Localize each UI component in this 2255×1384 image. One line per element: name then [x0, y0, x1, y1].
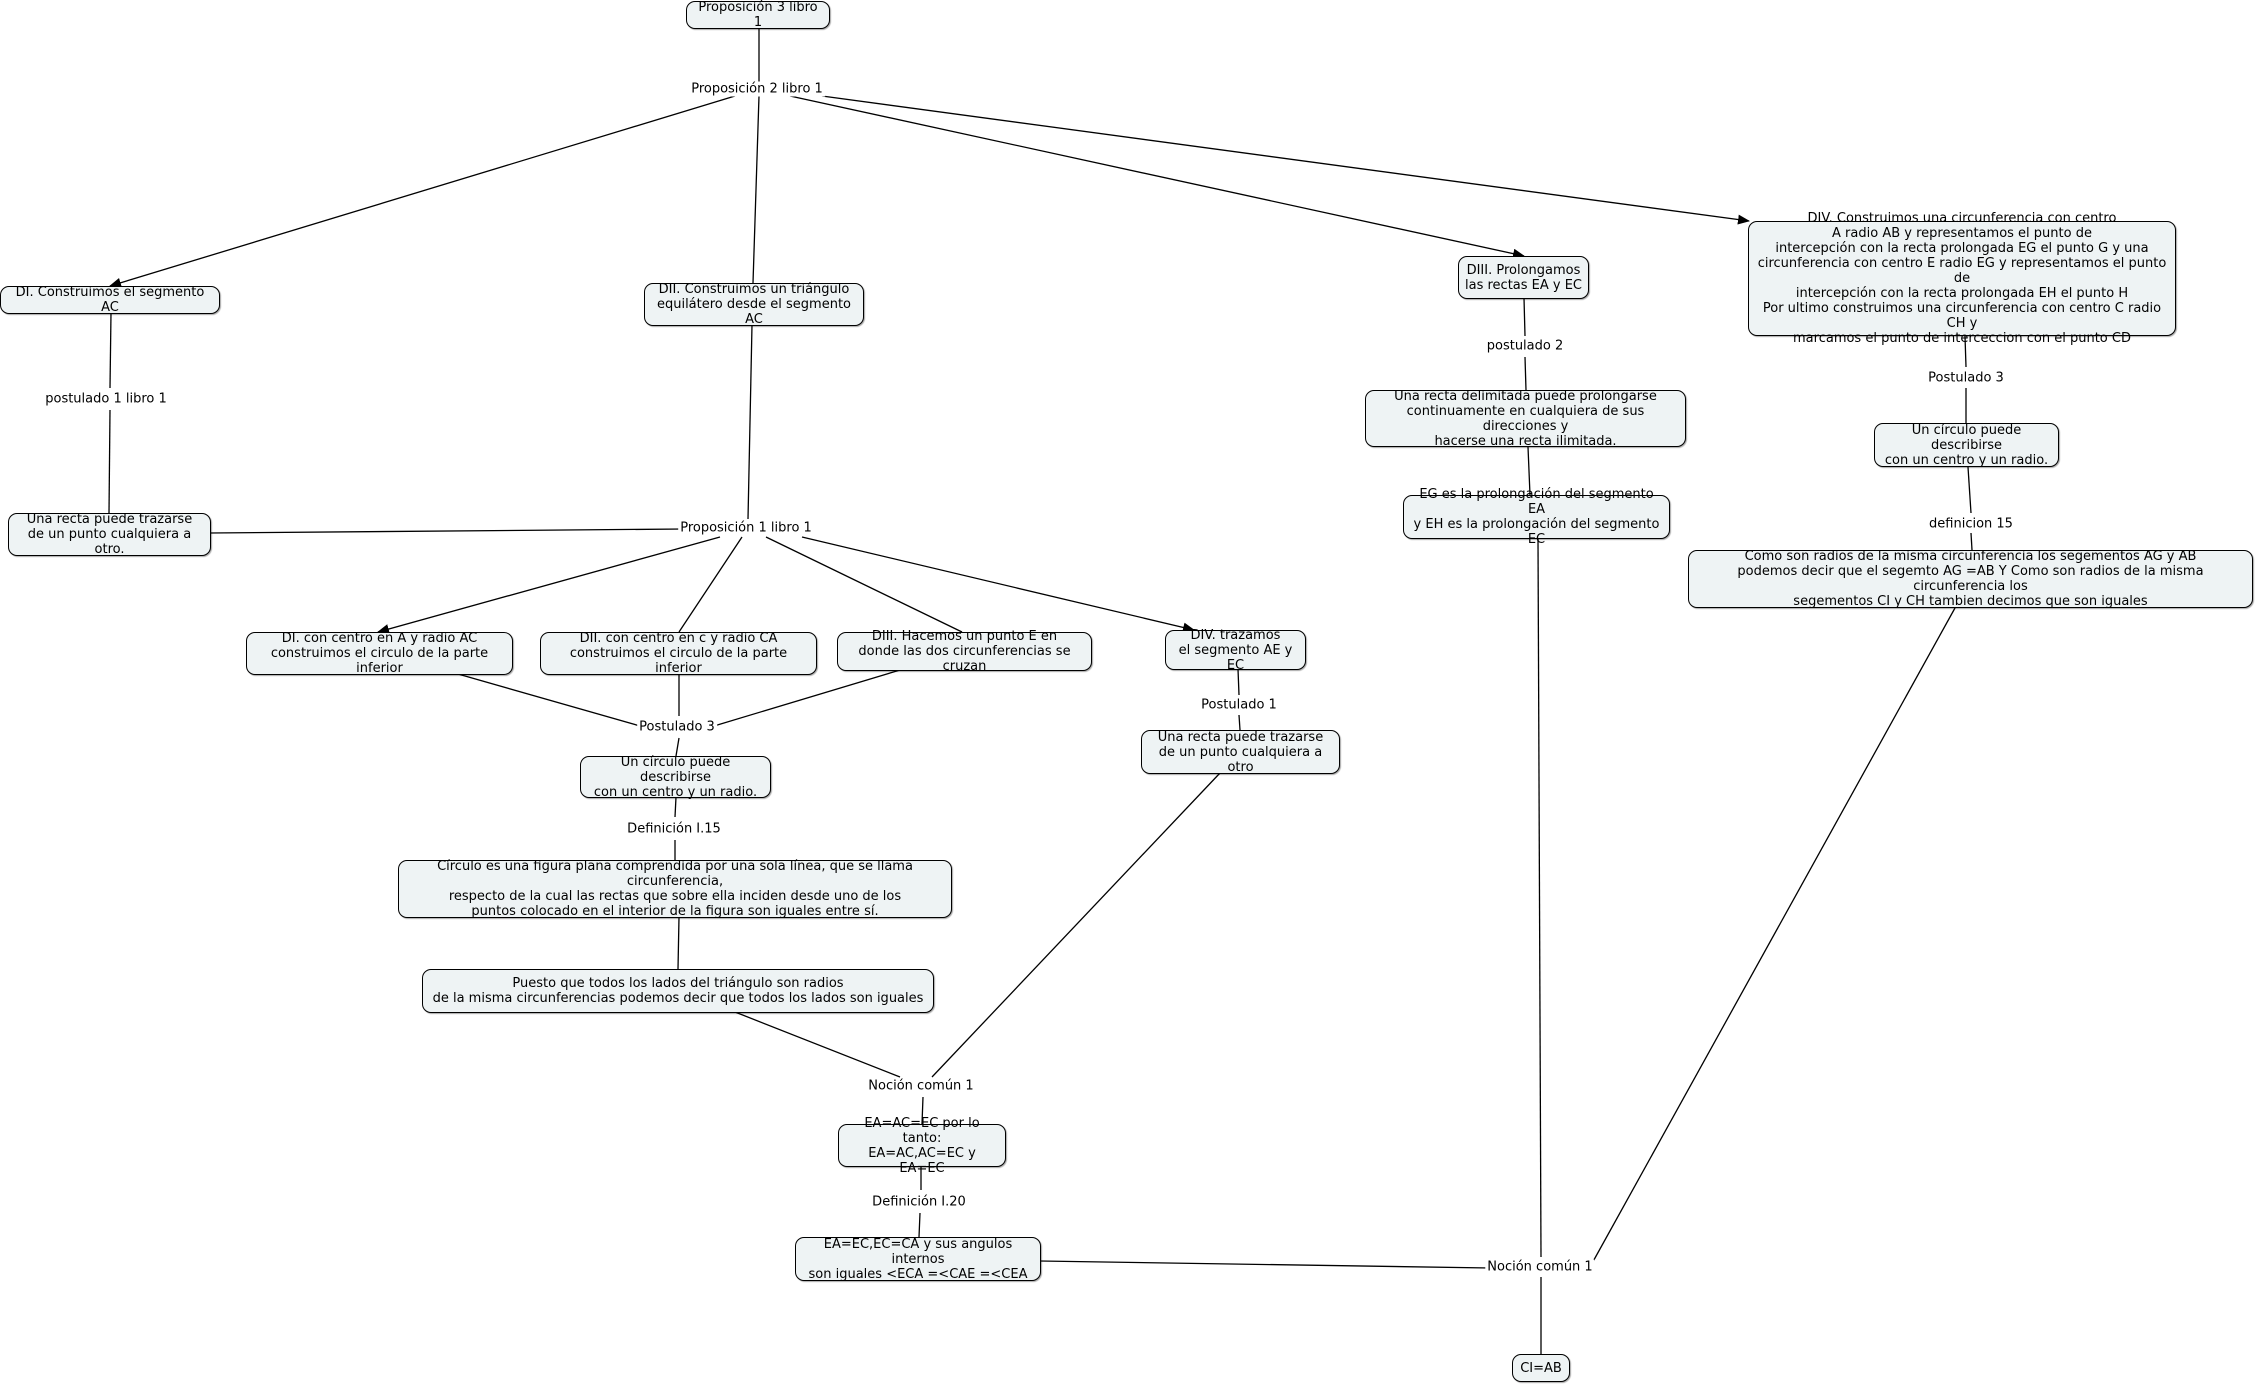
concept-label: EA=AC=EC por lo tanto: EA=AC,AC=EC y EA=… — [864, 1115, 980, 1176]
link-circulo-puesto — [677, 916, 680, 970]
link-circ-def15 — [1967, 466, 1972, 514]
concept-puesto-que[interactable]: Puesto que todos los lados del triángulo… — [422, 969, 934, 1013]
link-prop1-div — [801, 536, 1195, 633]
link-prop2-dii — [752, 95, 760, 284]
phrase-nocion-comun-1-a[interactable]: Noción común 1 — [866, 1078, 976, 1094]
concept-label: DI. Construimos el segmento AC — [15, 285, 205, 315]
link-di-post1 — [109, 312, 112, 389]
link-prop1-diii-e — [765, 536, 963, 633]
concept-label: Un círculo puede describirse con un cent… — [1884, 422, 2049, 468]
concept-label: Puesto que todos los lados del triángulo… — [432, 976, 924, 1006]
link-defI20-ea-ec — [918, 1212, 921, 1238]
link-dii-prop1 — [747, 324, 753, 520]
concept-label: DII. Construimos un triángulo equilátero… — [656, 282, 852, 327]
link-post2-recta — [1524, 356, 1527, 391]
link-recta-eg — [1527, 446, 1531, 496]
phrase-postulado-1-libro-1[interactable]: postulado 1 libro 1 — [43, 391, 169, 407]
phrase-nocion-comun-1-b[interactable]: Noción común 1 — [1485, 1259, 1595, 1275]
concept-label: Una recta puede trazarse de un punto cua… — [26, 512, 193, 557]
link-prop1-dii-c — [678, 536, 743, 633]
concept-div-circunferencia[interactable]: DIV. Construimos una circunferencia con … — [1748, 211, 2176, 346]
phrase-definicion-i20[interactable]: Definición I.20 — [870, 1194, 968, 1210]
concept-diii-punto-e[interactable]: DIII. Hacemos un punto E en donde las do… — [837, 629, 1092, 674]
concept-label: Una recta delimitada puede prolongarse c… — [1394, 388, 1657, 449]
phrase-postulado-2[interactable]: postulado 2 — [1484, 338, 1566, 354]
link-recta-prop1 — [209, 528, 685, 534]
concept-dii-triangulo[interactable]: DII. Construimos un triángulo equilátero… — [644, 282, 864, 327]
phrase-postulado-3-mid[interactable]: Postulado 3 — [637, 719, 717, 735]
concept-ci-ab[interactable]: CI=AB — [1512, 1354, 1570, 1382]
concept-label: DIV. Construimos una circunferencia con … — [1757, 211, 2167, 346]
link-def15-radios — [1970, 532, 1973, 551]
link-puesto-noc — [734, 1011, 901, 1078]
link-noc-ea-ac — [921, 1096, 924, 1125]
link-post1-recta — [108, 409, 111, 514]
concept-diii-prolongamos[interactable]: DIII. Prolongamos las rectas EA y EC — [1458, 256, 1589, 299]
link-div-post3 — [1964, 335, 1967, 368]
link-prop2-div — [821, 95, 1750, 225]
concept-label: Una recta puede trazarse de un punto cua… — [1157, 729, 1324, 775]
phrase-definicion-i15[interactable]: Definición I.15 — [625, 821, 723, 837]
concept-recta-delimitada[interactable]: Una recta delimitada puede prolongarse c… — [1365, 388, 1686, 449]
concept-di-centro-a[interactable]: DI. con centro en A y radio AC construim… — [246, 631, 513, 676]
concept-label: Un círculo puede describirse con un cent… — [593, 754, 758, 800]
concept-label: Como son radios de la misma circunferenc… — [1737, 549, 2204, 609]
concept-label: CI=AB — [1520, 1360, 1562, 1376]
concept-div-trazamos[interactable]: DIV. trazamos el segmento AE y EC — [1165, 627, 1306, 673]
concept-label: DIII. Prolongamos las rectas EA y EC — [1465, 262, 1583, 293]
link-diii-e-post3 — [713, 669, 901, 727]
concept-label: Círculo es una figura plana comprendida … — [437, 859, 913, 919]
link-prop1-di-a — [377, 536, 721, 634]
concept-circulo-definicion[interactable]: Círculo es una figura plana comprendida … — [398, 859, 952, 919]
link-circ-def — [674, 796, 677, 818]
link-eg-noc2 — [1537, 538, 1542, 1258]
concept-label: DI. con centro en A y radio AC construim… — [270, 631, 489, 676]
concept-recta-trazarse-ae[interactable]: Una recta puede trazarse de un punto cua… — [1141, 729, 1340, 775]
concept-label: Proposición 3 libro 1 — [698, 0, 818, 30]
concept-proposicion-3[interactable]: Proposición 3 libro 1 — [686, 0, 830, 30]
link-recta-ae-noc — [931, 772, 1221, 1078]
phrase-proposicion-2[interactable]: Proposición 2 libro 1 — [689, 81, 825, 97]
link-prop2-diii — [789, 95, 1525, 259]
link-div-post1 — [1237, 668, 1240, 696]
phrase-postulado-1[interactable]: Postulado 1 — [1199, 697, 1279, 713]
concept-dii-centro-c[interactable]: DII. con centro en c y radio CA construi… — [540, 631, 817, 676]
link-ea-ec-noc2 — [1039, 1260, 1491, 1269]
concept-ea-ac-ec[interactable]: EA=AC=EC por lo tanto: EA=AC,AC=EC y EA=… — [838, 1116, 1006, 1176]
concept-label: DIII. Hacemos un punto E en donde las do… — [858, 629, 1071, 674]
concept-circulo-describirse-right[interactable]: Un círculo puede describirse con un cent… — [1874, 422, 2059, 468]
concept-label: EG es la prolongación del segmento EA y … — [1413, 487, 1660, 547]
phrase-definicion-15[interactable]: definicion 15 — [1927, 516, 2015, 532]
concept-circulo-describirse-mid[interactable]: Un círculo puede describirse con un cent… — [580, 754, 771, 800]
link-prop2-di — [109, 95, 736, 288]
link-diii-post2 — [1523, 297, 1526, 337]
concept-radios-ag-ab[interactable]: Como son radios de la misma circunferenc… — [1688, 549, 2253, 609]
link-di-a-post3 — [457, 673, 641, 727]
concept-eg-prolongacion[interactable]: EG es la prolongación del segmento EA y … — [1403, 487, 1670, 547]
concept-label: DIV. trazamos el segmento AE y EC — [1178, 627, 1293, 673]
link-post3-circ — [675, 737, 680, 757]
link-radios-noc2 — [1589, 607, 1956, 1268]
concept-label: DII. con centro en c y radio CA construi… — [569, 631, 788, 676]
concept-ea-ec-angulos[interactable]: EA=EC,EC=CA y sus angulos internos son i… — [795, 1236, 1041, 1282]
concept-di-segmento-ac[interactable]: DI. Construimos el segmento AC — [0, 285, 220, 315]
concept-recta-trazarse[interactable]: Una recta puede trazarse de un punto cua… — [8, 512, 211, 557]
phrase-proposicion-1[interactable]: Proposición 1 libro 1 — [678, 520, 814, 536]
concept-label: EA=EC,EC=CA y sus angulos internos son i… — [808, 1236, 1028, 1282]
phrase-postulado-3-right[interactable]: Postulado 3 — [1926, 370, 2006, 386]
link-post1-recta-ae — [1238, 714, 1241, 731]
